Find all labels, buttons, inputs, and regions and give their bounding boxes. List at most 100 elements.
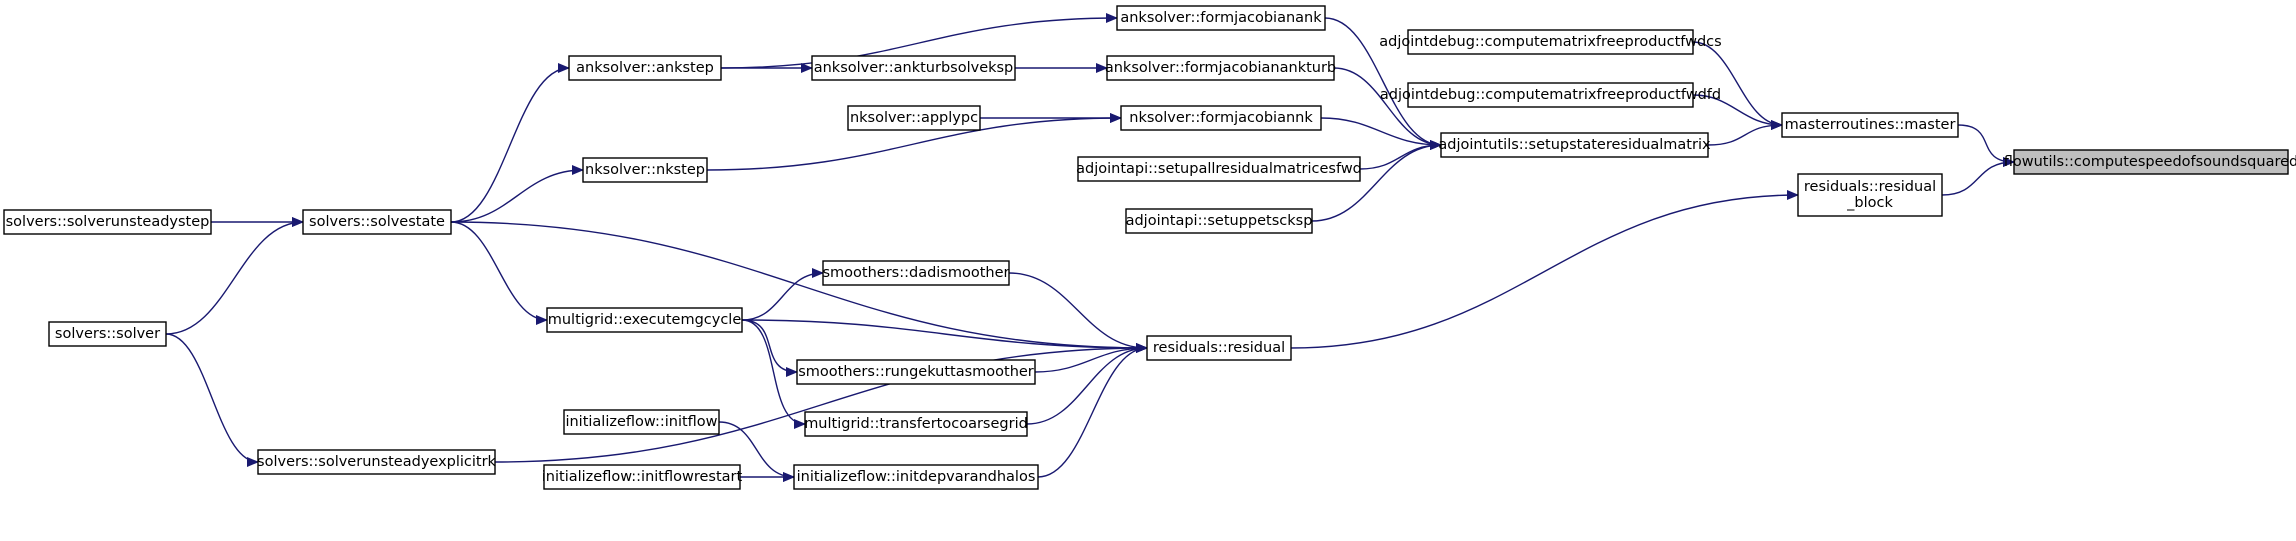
edge-initflow-to-initdep bbox=[718, 421, 795, 482]
edge-dadi-to-residual bbox=[1008, 272, 1148, 353]
edge-solvestate-to-residual bbox=[450, 221, 1148, 353]
edge-mgcycle-to-coarse bbox=[741, 319, 806, 429]
edge-arrow bbox=[1311, 140, 1442, 222]
node-applypc[interactable]: nksolver::applypc bbox=[847, 105, 981, 131]
edge-mgcycle-to-dadi bbox=[741, 268, 824, 321]
edge-arrow bbox=[706, 113, 1122, 171]
edge-nkformjac-to-setupstate bbox=[1320, 117, 1442, 150]
node-label: anksolver::ankstep bbox=[576, 60, 714, 76]
node-box bbox=[1146, 335, 1292, 361]
nodes: flowutils::computespeedofsoundsquared mas… bbox=[3, 5, 2296, 490]
node-label: adjointapi::setuppetscksp bbox=[1126, 213, 1313, 229]
node-box bbox=[793, 464, 1039, 490]
edge-setupstate-to-master bbox=[1707, 120, 1783, 146]
node-formjac[interactable]: anksolver::formjacobianank bbox=[1116, 5, 1326, 31]
edge-arrow bbox=[494, 343, 1148, 463]
edge-arrow bbox=[741, 319, 1148, 353]
node-box bbox=[568, 55, 722, 81]
edge-mgcycle-to-rk bbox=[741, 319, 798, 377]
node-box bbox=[1407, 29, 1694, 55]
node-solvestate[interactable]: solvers::solvestate bbox=[302, 209, 452, 235]
edge-mfwdfd-to-master bbox=[1692, 94, 1783, 130]
node-box bbox=[1797, 173, 1943, 217]
node-box bbox=[546, 307, 743, 333]
node-label: anksolver::ankturbsolveksp bbox=[814, 60, 1014, 76]
node-label: solvers::solvestate bbox=[309, 214, 445, 230]
edge-arrow bbox=[165, 217, 304, 335]
edge-arrow bbox=[1037, 343, 1148, 478]
node-setupall[interactable]: adjointapi::setupallresidualmatricesfwd bbox=[1076, 156, 1362, 182]
node-mfwdfd[interactable]: adjointdebug::computematrixfreeproductfw… bbox=[1380, 82, 1721, 108]
edge-arrow bbox=[1692, 41, 1783, 130]
node-label: solvers::solverunsteadyexplicitrk bbox=[257, 454, 497, 470]
node-dadi[interactable]: smoothers::dadismoother bbox=[822, 260, 1010, 286]
node-label: flowutils::computespeedofsoundsquared bbox=[2004, 154, 2296, 170]
node-box bbox=[1125, 208, 1313, 234]
node-box bbox=[543, 464, 741, 490]
node-box bbox=[2013, 149, 2289, 175]
node-ankturb[interactable]: anksolver::ankturbsolveksp bbox=[811, 55, 1016, 81]
edge-mfwdcs-to-master bbox=[1692, 41, 1783, 130]
node-ankstep[interactable]: anksolver::ankstep bbox=[568, 55, 722, 81]
node-initrestart[interactable]: initializeflow::initflowrestart bbox=[542, 464, 743, 490]
edges bbox=[165, 13, 2015, 483]
edge-arrow bbox=[1026, 343, 1148, 425]
node-coarse[interactable]: multigrid::transfertocoarsegrid bbox=[804, 411, 1028, 437]
edge-arrow bbox=[718, 421, 795, 482]
edge-residual_block-to-root bbox=[1941, 157, 2015, 196]
node-explicitrk[interactable]: solvers::solverunsteadyexplicitrk bbox=[257, 449, 497, 475]
node-root[interactable]: flowutils::computespeedofsoundsquared bbox=[2004, 149, 2296, 175]
node-box bbox=[1440, 132, 1709, 158]
node-label: multigrid::executemgcycle bbox=[548, 312, 742, 328]
node-formjacturb[interactable]: anksolver::formjacobianankturb bbox=[1105, 55, 1336, 81]
edge-residual-to-residual_block bbox=[1290, 190, 1799, 349]
node-nkstep[interactable]: nksolver::nkstep bbox=[582, 157, 708, 183]
node-label: initializeflow::initflowrestart bbox=[542, 469, 743, 485]
edge-rk-to-residual bbox=[1034, 343, 1148, 373]
node-box bbox=[582, 157, 708, 183]
node-label: multigrid::transfertocoarsegrid bbox=[804, 416, 1028, 432]
node-mfwdcs[interactable]: adjointdebug::computematrixfreeproductfw… bbox=[1379, 29, 1722, 55]
edge-solver-to-solvestate bbox=[165, 217, 304, 335]
node-box bbox=[3, 209, 212, 235]
edge-arrow bbox=[450, 221, 1148, 353]
node-label: nksolver::formjacobiannk bbox=[1129, 110, 1313, 126]
node-label: adjointapi::setupallresidualmatricesfwd bbox=[1076, 161, 1362, 177]
node-nkformjac[interactable]: nksolver::formjacobiannk bbox=[1120, 105, 1322, 131]
edge-formjacturb-to-setupstate bbox=[1333, 67, 1442, 150]
node-box bbox=[563, 409, 720, 435]
node-mgcycle[interactable]: multigrid::executemgcycle bbox=[546, 307, 743, 333]
node-box bbox=[302, 209, 452, 235]
node-rk[interactable]: smoothers::rungekuttasmoother bbox=[796, 359, 1036, 385]
edge-nkstep-to-nkformjac bbox=[706, 113, 1122, 171]
edge-arrow bbox=[450, 63, 570, 223]
node-box bbox=[1106, 55, 1335, 81]
node-master[interactable]: masterroutines::master bbox=[1781, 112, 1959, 138]
node-box bbox=[847, 105, 981, 131]
edge-arrow bbox=[165, 333, 259, 467]
node-label: initializeflow::initflow bbox=[565, 414, 717, 430]
node-label: initializeflow::initdepvarandhalos bbox=[797, 469, 1036, 485]
node-setuppetsc[interactable]: adjointapi::setuppetscksp bbox=[1125, 208, 1313, 234]
node-label: smoothers::dadismoother bbox=[822, 265, 1009, 281]
edge-arrow bbox=[450, 165, 584, 223]
node-initdep[interactable]: initializeflow::initdepvarandhalos bbox=[793, 464, 1039, 490]
node-residual_block[interactable]: residuals::residual_block bbox=[1797, 173, 1943, 217]
node-label: anksolver::formjacobianank bbox=[1120, 10, 1322, 26]
node-label: anksolver::formjacobianankturb bbox=[1105, 60, 1336, 76]
edge-arrow bbox=[1941, 157, 2015, 196]
edge-arrow bbox=[1359, 140, 1442, 170]
edge-arrow bbox=[1008, 272, 1148, 353]
node-unsteadystep[interactable]: solvers::solverunsteadystep bbox=[3, 209, 212, 235]
node-label: residuals::residual bbox=[1153, 340, 1285, 356]
node-setupstate[interactable]: adjointutils::setupstateresidualmatrix bbox=[1438, 132, 1711, 158]
edge-arrow bbox=[720, 13, 1118, 69]
node-solver[interactable]: solvers::solver bbox=[48, 321, 167, 347]
node-residual[interactable]: residuals::residual bbox=[1146, 335, 1292, 361]
node-label: smoothers::rungekuttasmoother bbox=[798, 364, 1034, 380]
node-initflow[interactable]: initializeflow::initflow bbox=[563, 409, 720, 435]
node-label: residuals::residual bbox=[1804, 179, 1936, 195]
edge-solvestate-to-mgcycle bbox=[450, 221, 548, 325]
edge-arrow bbox=[1290, 190, 1799, 349]
edge-arrow bbox=[741, 319, 806, 429]
